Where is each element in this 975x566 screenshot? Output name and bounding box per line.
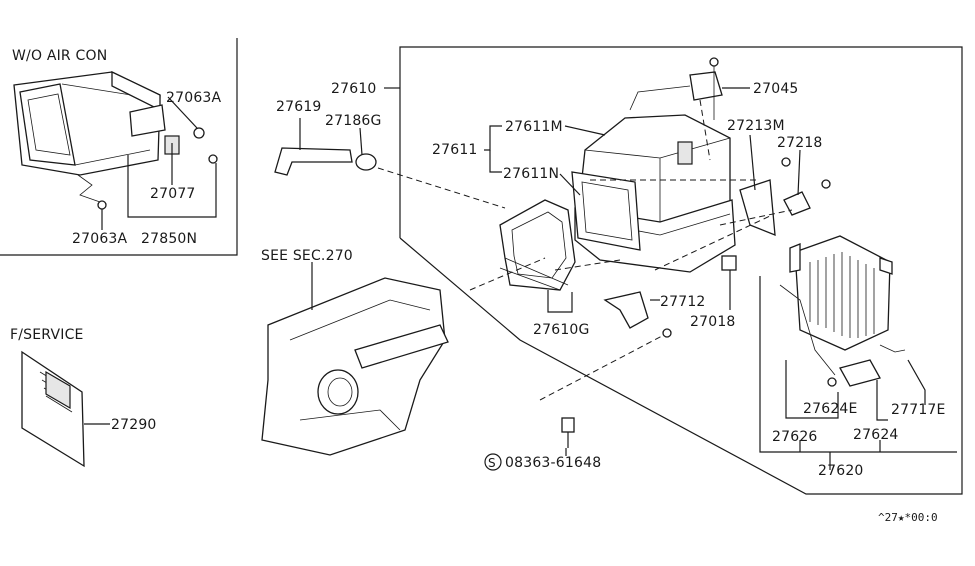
wo-aircon-frame: [0, 38, 238, 256]
part-27717E: 27717E: [891, 402, 946, 418]
part-number-labels: 27063A 27077 27063A 27850N 27290 27610 2…: [72, 81, 946, 479]
bracket-27712-illustration: [603, 291, 672, 338]
evaporator-subframe: [759, 276, 957, 453]
part-27290: 27290: [111, 417, 157, 433]
dashed-leaders: [377, 99, 793, 401]
pipe-27619-illustration: [274, 118, 377, 176]
part-27077: 27077: [150, 186, 196, 202]
part-27186G: 27186G: [325, 113, 382, 129]
part-27213M: 27213M: [727, 118, 785, 134]
part-27712: 27712: [660, 294, 706, 310]
part-27018: 27018: [690, 314, 736, 330]
part-27850N: 27850N: [141, 231, 197, 247]
part-27063A-bottom: 27063A: [72, 231, 128, 247]
part-27619: 27619: [276, 99, 322, 115]
screw-symbol-circle: [484, 453, 502, 471]
heater-unit-illustration: [261, 262, 449, 456]
part-27610: 27610: [331, 81, 377, 97]
main-assembly-frame: [399, 46, 963, 495]
gasket-illustration: [499, 199, 576, 313]
duct-illustration: [13, 70, 218, 210]
part-27218: 27218: [777, 135, 823, 151]
label-wo-aircon: W/O AIR CON: [12, 48, 107, 64]
evaporator-case-illustration: [571, 57, 736, 273]
diagram-code: ^27★*00:0: [878, 511, 938, 524]
thermo-27218-illustration: [783, 179, 831, 216]
screw-callout: S 08363-61648: [484, 453, 601, 471]
part-27063A-top: 27063A: [166, 90, 222, 106]
part-08363-61648: 08363-61648: [505, 455, 601, 471]
screw-symbol-letter: S: [488, 456, 496, 470]
bracket-27213M-illustration: [739, 157, 791, 236]
part-27611N: 27611N: [503, 166, 559, 182]
part-27624E: 27624E: [803, 401, 858, 417]
section-labels: W/O AIR CON F/SERVICE SEE SEC.270: [10, 48, 353, 343]
screw-08363-illustration: [561, 417, 575, 448]
filter-illustration: [21, 350, 110, 468]
part-27620: 27620: [818, 463, 864, 479]
part-27045: 27045: [753, 81, 799, 97]
part-27611M: 27611M: [505, 119, 563, 135]
wo-aircon-leaders: [101, 96, 217, 230]
part-27626: 27626: [772, 429, 818, 445]
label-f-service: F/SERVICE: [10, 327, 84, 343]
label-see-sec: SEE SEC.270: [261, 248, 353, 264]
part-27611: 27611: [432, 142, 478, 158]
evaporator-core-illustration: [779, 235, 906, 387]
part-27610G: 27610G: [533, 322, 590, 338]
main-leaders: [359, 87, 926, 470]
part-27624: 27624: [853, 427, 899, 443]
clip-27018-illustration: [721, 255, 737, 310]
